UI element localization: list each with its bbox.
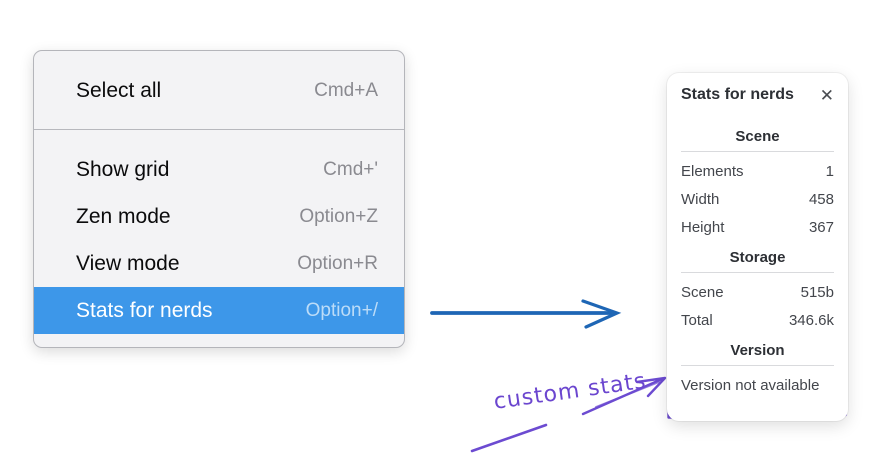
menu-item-label: Show grid bbox=[76, 157, 170, 181]
section-storage: Storage Scene 515b Total 346.6k bbox=[681, 249, 834, 335]
version-status-text: Version not available bbox=[681, 377, 820, 394]
stat-value: 458 bbox=[808, 191, 834, 208]
menu-item-show-grid[interactable]: Show grid Cmd+' bbox=[34, 146, 404, 193]
section-divider bbox=[681, 272, 834, 273]
menu-item-label: Select all bbox=[76, 78, 162, 102]
menu-separator bbox=[34, 129, 404, 130]
stat-label: Total bbox=[681, 312, 713, 329]
stat-label: Width bbox=[681, 191, 720, 208]
menu-item-view-mode[interactable]: View mode Option+R bbox=[34, 240, 404, 287]
menu-item-label: Zen mode bbox=[76, 204, 171, 228]
menu-item-shortcut: Cmd+' bbox=[323, 158, 378, 180]
menu-item-label: Stats for nerds bbox=[76, 298, 213, 322]
section-header-storage: Storage bbox=[729, 249, 786, 266]
section-divider bbox=[681, 151, 834, 152]
menu-group-top: Select all Cmd+A bbox=[34, 51, 404, 129]
stats-panel-title: Stats for nerds bbox=[681, 86, 794, 103]
stats-panel: Stats for nerds ✕ Scene Elements 1 Width… bbox=[667, 73, 848, 421]
stat-label: Height bbox=[681, 219, 725, 236]
stat-row-total-size: Total 346.6k bbox=[681, 307, 834, 335]
stat-value: 346.6k bbox=[788, 312, 834, 329]
section-header-version: Version bbox=[730, 342, 785, 359]
section-divider bbox=[681, 365, 834, 366]
pointer-arrow bbox=[430, 299, 622, 329]
menu-item-select-all[interactable]: Select all Cmd+A bbox=[34, 67, 404, 114]
stat-row-scene-size: Scene 515b bbox=[681, 279, 834, 307]
annotation-label: custom stats bbox=[492, 368, 648, 415]
stat-value: 367 bbox=[808, 219, 834, 236]
section-version: Version Version not available bbox=[681, 342, 834, 400]
section-header-scene: Scene bbox=[735, 128, 780, 145]
menu-group-bottom: Show grid Cmd+' Zen mode Option+Z View m… bbox=[34, 130, 404, 347]
stat-row-width: Width 458 bbox=[681, 186, 834, 214]
stat-label: Elements bbox=[681, 163, 744, 180]
menu-item-shortcut: Option+/ bbox=[305, 299, 378, 321]
stat-row-height: Height 367 bbox=[681, 214, 834, 242]
menu-item-shortcut: Option+Z bbox=[299, 205, 378, 227]
menu-item-shortcut: Cmd+A bbox=[314, 79, 378, 101]
menu-item-shortcut: Option+R bbox=[297, 252, 378, 274]
menu-item-label: View mode bbox=[76, 251, 180, 275]
stats-panel-header: Stats for nerds ✕ bbox=[681, 86, 834, 104]
menu-item-stats-for-nerds[interactable]: Stats for nerds Option+/ bbox=[34, 287, 404, 334]
close-icon[interactable]: ✕ bbox=[819, 85, 834, 105]
stat-row-elements: Elements 1 bbox=[681, 158, 834, 186]
context-menu: Select all Cmd+A Show grid Cmd+' Zen mod… bbox=[33, 50, 405, 348]
stat-value: 515b bbox=[800, 284, 834, 301]
stat-label: Scene bbox=[681, 284, 724, 301]
menu-item-zen-mode[interactable]: Zen mode Option+Z bbox=[34, 193, 404, 240]
section-scene: Scene Elements 1 Width 458 Height 367 bbox=[681, 128, 834, 242]
stat-value: 1 bbox=[825, 163, 834, 180]
